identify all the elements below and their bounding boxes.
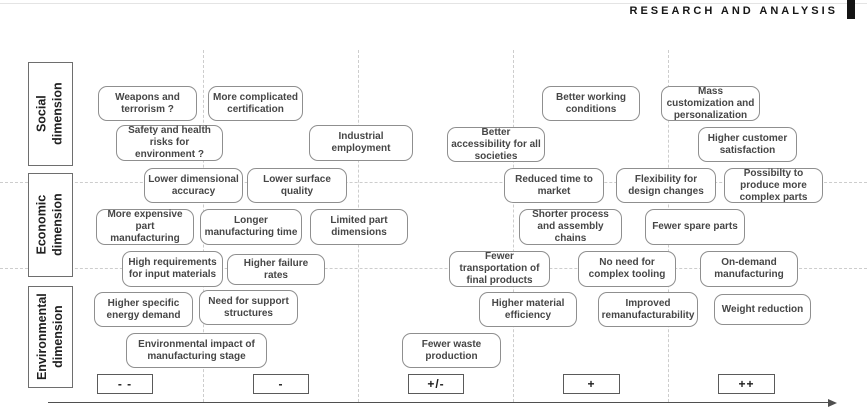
factor-input-materials: High requirements for input materials xyxy=(122,251,223,287)
gridline-vertical-3 xyxy=(513,50,514,402)
factor-weapons-terrorism: Weapons and terrorism ? xyxy=(98,86,197,121)
axis-arrow-icon xyxy=(828,398,837,407)
running-header: RESEARCH AND ANALYSIS xyxy=(629,5,838,17)
factor-failure-rates: Higher failure rates xyxy=(227,254,325,285)
factor-part-dimensions: Limited part dimensions xyxy=(310,209,408,245)
factor-surface-quality: Lower surface quality xyxy=(247,168,347,203)
top-rule xyxy=(0,3,867,4)
scale-positive: + xyxy=(563,374,620,394)
factor-environmental-impact: Environmental impact of manufacturing st… xyxy=(126,333,267,368)
factor-industrial-employment: Industrial employment xyxy=(309,125,413,161)
factor-mass-customization: Mass customization and personalization xyxy=(661,86,760,121)
scale-neutral: +/- xyxy=(408,374,464,394)
factor-expensive-manufacturing: More expensive part manufacturing xyxy=(96,209,194,245)
factor-working-conditions: Better working conditions xyxy=(542,86,640,121)
scale-very-positive: ++ xyxy=(718,374,775,394)
factor-waste-production: Fewer waste production xyxy=(402,333,501,368)
factor-on-demand: On-demand manufacturing xyxy=(700,251,798,287)
scale-very-negative: - - xyxy=(97,374,153,394)
dimension-economic: Economic dimension xyxy=(28,173,73,277)
dimension-environmental: Environmental dimension xyxy=(28,286,73,388)
factor-time-to-market: Reduced time to market xyxy=(504,168,604,203)
factor-better-accessibility: Better accessibility for all societies xyxy=(447,127,545,162)
dimension-social: Social dimension xyxy=(28,62,73,166)
factor-process-chains: Shorter process and assembly chains xyxy=(519,209,622,245)
factor-weight-reduction: Weight reduction xyxy=(714,294,811,325)
dimension-economic-label-line1: Economic xyxy=(34,195,49,255)
factor-energy-demand: Higher specific energy demand xyxy=(94,292,193,327)
factor-complicated-certification: More complicated certification xyxy=(208,86,303,121)
factor-design-flexibility: Flexibility for design changes xyxy=(616,168,716,203)
factor-remanufacturability: Improved remanufacturability xyxy=(598,292,698,327)
factor-complex-parts: Possibilty to produce more complex parts xyxy=(724,168,823,203)
header-bar xyxy=(847,0,855,19)
factor-spare-parts: Fewer spare parts xyxy=(645,209,745,245)
scale-negative: - xyxy=(253,374,309,394)
dimension-environmental-label-line1: Environmental xyxy=(34,293,49,381)
rating-axis xyxy=(48,398,837,407)
factor-material-efficiency: Higher material efficiency xyxy=(479,292,577,327)
factor-customer-satisfaction: Higher customer satisfaction xyxy=(698,127,797,162)
factor-manufacturing-time: Longer manufacturing time xyxy=(200,209,302,245)
factor-complex-tooling: No need for complex tooling xyxy=(578,251,676,287)
dimension-economic-label-line2: dimension xyxy=(50,193,65,257)
factor-support-structures: Need for support structures xyxy=(199,290,298,325)
factor-dimensional-accuracy: Lower dimensional accuracy xyxy=(144,168,243,203)
dimension-social-label-line1: Social xyxy=(34,95,49,133)
dimension-social-label-line2: dimension xyxy=(50,82,65,146)
dimension-environmental-label-line2: dimension xyxy=(50,305,65,369)
factor-safety-health-risks: Safety and health risks for environment … xyxy=(116,125,223,161)
gridline-horizontal-2 xyxy=(0,268,867,269)
factor-fewer-transportation: Fewer transportation of final products xyxy=(449,251,550,287)
gridline-horizontal-1 xyxy=(0,182,867,183)
